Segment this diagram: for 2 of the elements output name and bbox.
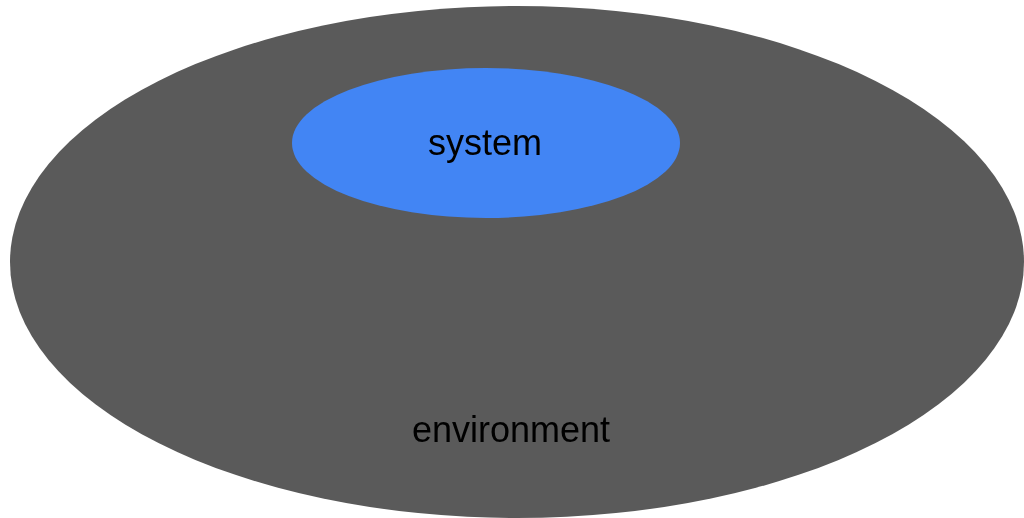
node-label: system xyxy=(428,125,542,161)
node-label: environment xyxy=(411,412,611,448)
